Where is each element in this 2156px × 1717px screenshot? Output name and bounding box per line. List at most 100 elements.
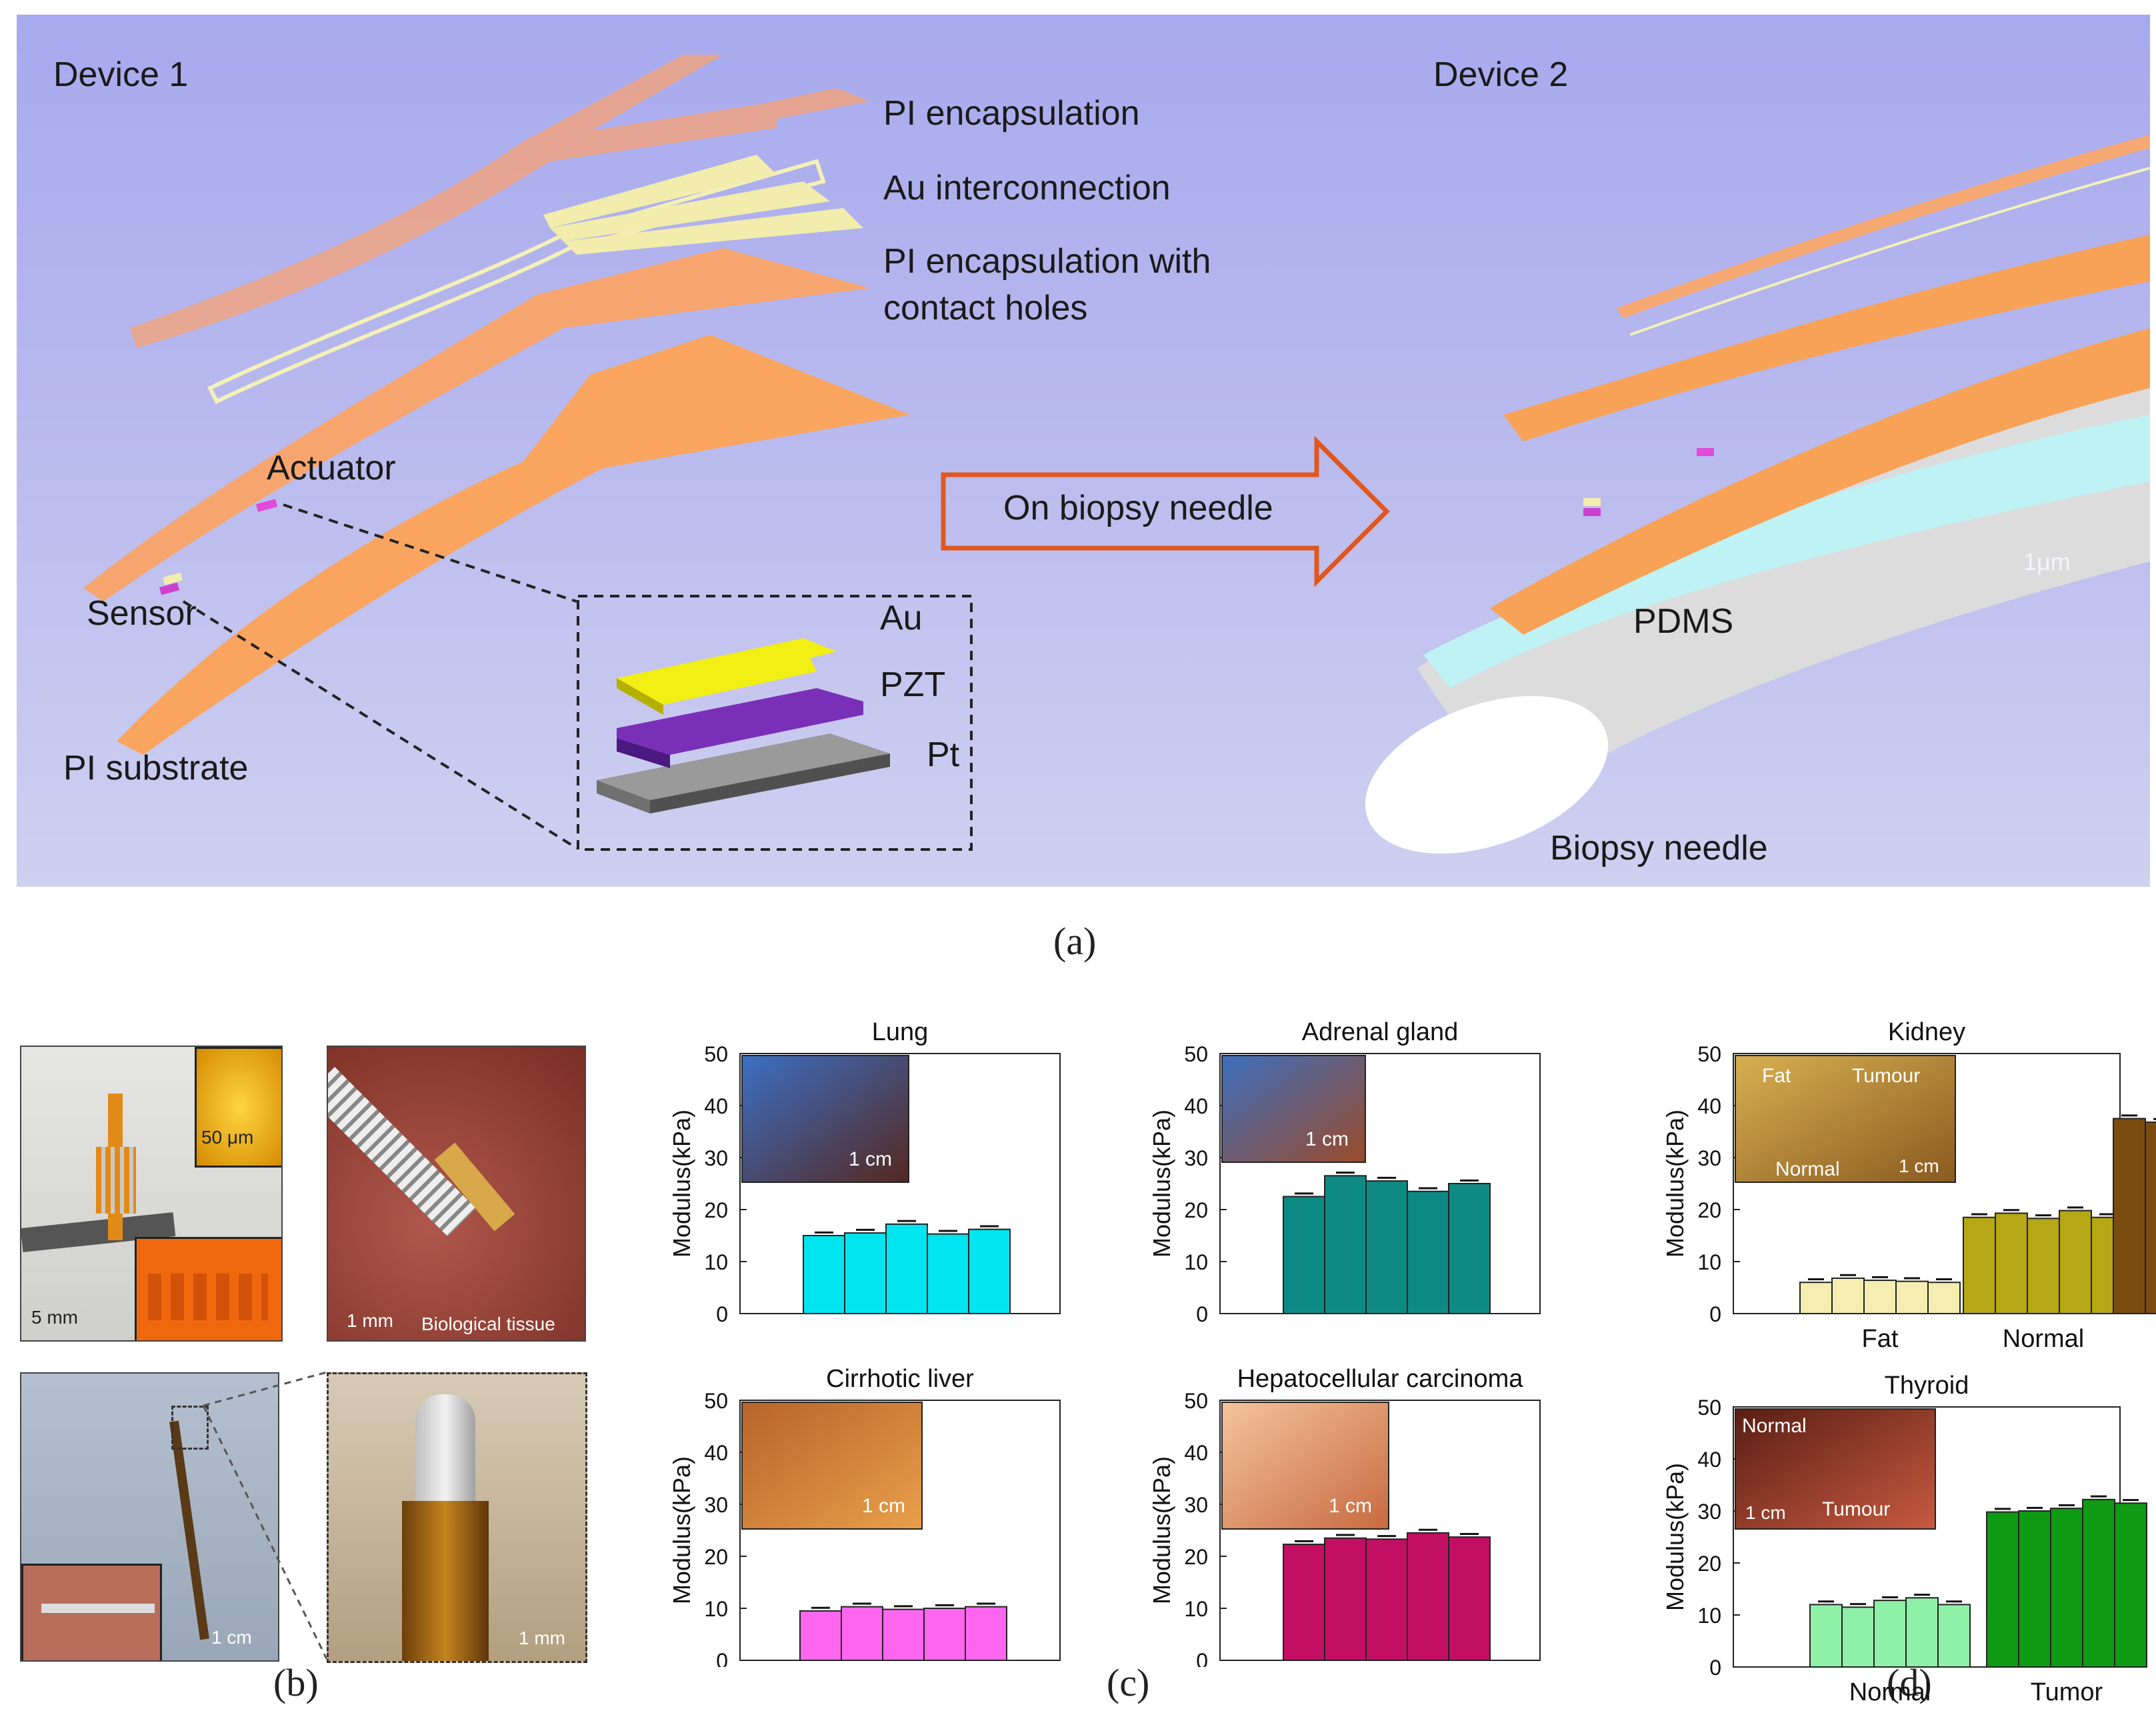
chart-title: Adrenal gland [1302,1018,1459,1046]
bar [965,1606,1007,1661]
stack-label-pzt: PZT [880,665,946,704]
chart-title: Kidney [1888,1018,1965,1046]
pi-substrate-label: PI substrate [63,749,249,787]
bar [844,1232,887,1315]
bar [2113,1118,2146,1314]
y-tick-label: 40 [704,1441,728,1465]
bar [1283,1544,1325,1661]
y-tick-label: 50 [704,1042,728,1066]
caption-b: (b) [273,1661,319,1704]
device1-label: Device 1 [53,55,189,94]
bar [1324,1175,1367,1314]
y-tick-label: 0 [1709,1656,1721,1680]
tissue-photo-inset [741,1402,923,1530]
bar [2018,1510,2051,1668]
layer-label-pi-encapsulation: PI encapsulation [883,94,1140,133]
bar [2027,1218,2060,1315]
bar [1365,1538,1408,1662]
biopsy-needle-label: Biopsy needle [1550,829,1768,868]
y-tick-label: 50 [1184,1389,1208,1413]
y-tick-label: 30 [1697,1146,1721,1170]
y-tick-label: 0 [1196,1302,1208,1326]
bar [882,1608,925,1661]
y-tick-label: 0 [716,1302,728,1326]
pi-encapsulation-layer [130,55,870,348]
y-tick-label: 40 [1697,1448,1721,1472]
on-needle-arrow [941,435,1390,587]
bar [1963,1216,1996,1315]
inset-tumour-label: Tumour [1822,1498,1890,1520]
y-tick-label: 20 [704,1545,728,1569]
y-axis-label: Modulus(kPa) [668,1456,695,1604]
bar [841,1606,883,1661]
y-tick-label: 0 [1196,1649,1208,1667]
y-tick-label: 50 [1184,1042,1208,1066]
y-tick-label: 50 [1697,1396,1721,1420]
device2-label: Device 2 [1433,55,1569,94]
caption-d: (d) [1887,1661,1932,1704]
bar [923,1608,966,1661]
bar [968,1228,1011,1315]
y-tick-label: 30 [1184,1146,1208,1170]
tissue-photo-inset [1735,1408,1936,1530]
bar [1905,1597,1939,1668]
inset-tumour-label: Tumour [1852,1065,1920,1087]
y-axis-label: Modulus(kPa) [1661,1463,1689,1611]
chart-title: Hepatocellular carcinoma [1237,1365,1524,1393]
inset-scale-label: 1 cm [1745,1502,1786,1523]
bar [2059,1210,2092,1314]
y-tick-label: 20 [1184,1198,1208,1222]
bar [1283,1196,1325,1314]
bar [799,1610,842,1661]
group-label: Tumor [2031,1678,2103,1706]
y-axis-label: Modulus(kPa) [1661,1110,1689,1258]
stack-label-au: Au [880,599,923,637]
bar [1324,1537,1367,1662]
biological-tissue-label: Biological tissue [421,1314,555,1334]
scale-5mm: 5 mm [31,1307,78,1328]
chart-title: Cirrhotic liver [826,1365,974,1393]
pi-contact-holes-layer [83,248,870,601]
y-tick-label: 50 [704,1389,728,1413]
scale-50um: 50 μm [201,1127,254,1148]
y-tick-label: 40 [1184,1094,1208,1118]
chart-cirrhotic-liver: Cirrhotic liver01020304050Modulus(kPa)1 … [668,1365,1061,1667]
actuator-label: Actuator [267,449,396,487]
y-tick-label: 30 [704,1493,728,1517]
photo-device-tweezers: 50 μm 5 mm [20,1046,283,1342]
y-axis-label: Modulus(kPa) [1148,1456,1175,1604]
inset-electrode-closeup [195,1047,281,1168]
bar [1809,1604,1843,1668]
y-tick-label: 10 [704,1250,728,1274]
scale-1mm-tip: 1 mm [519,1628,565,1648]
bar [1831,1277,1865,1314]
inset-scale-label: 1 cm [1305,1128,1349,1150]
y-tick-label: 20 [1697,1552,1721,1576]
sensor-label: Sensor [87,594,197,633]
y-tick-label: 40 [1184,1441,1208,1465]
pi-substrate-layer [117,335,910,755]
caption-a: (a) [1053,920,1097,963]
chart-hepatocellular-carcinoma: Hepatocellular carcinoma01020304050Modul… [1148,1365,1541,1667]
au-interconnection-layer [207,155,863,404]
bar [2050,1508,2083,1668]
photo-needle: 1 cm [20,1372,279,1662]
scale-1cm-needle: 1 cm [211,1627,252,1648]
caption-c: (c) [1107,1661,1150,1704]
scale-1mm: 1 mm [347,1310,393,1331]
bar [1407,1532,1449,1661]
bar [1799,1282,1833,1315]
group-label: Normal [2003,1325,2084,1353]
bar [2145,1121,2156,1315]
y-tick-label: 10 [1697,1250,1721,1274]
y-axis-label: Modulus(kPa) [668,1110,695,1258]
y-tick-label: 10 [1697,1604,1721,1628]
bar [1995,1212,2028,1314]
device2-needle [1365,135,2150,854]
y-tick-label: 10 [1184,1250,1208,1274]
arrow-label: On biopsy needle [1003,489,1273,527]
y-tick-label: 20 [704,1198,728,1222]
